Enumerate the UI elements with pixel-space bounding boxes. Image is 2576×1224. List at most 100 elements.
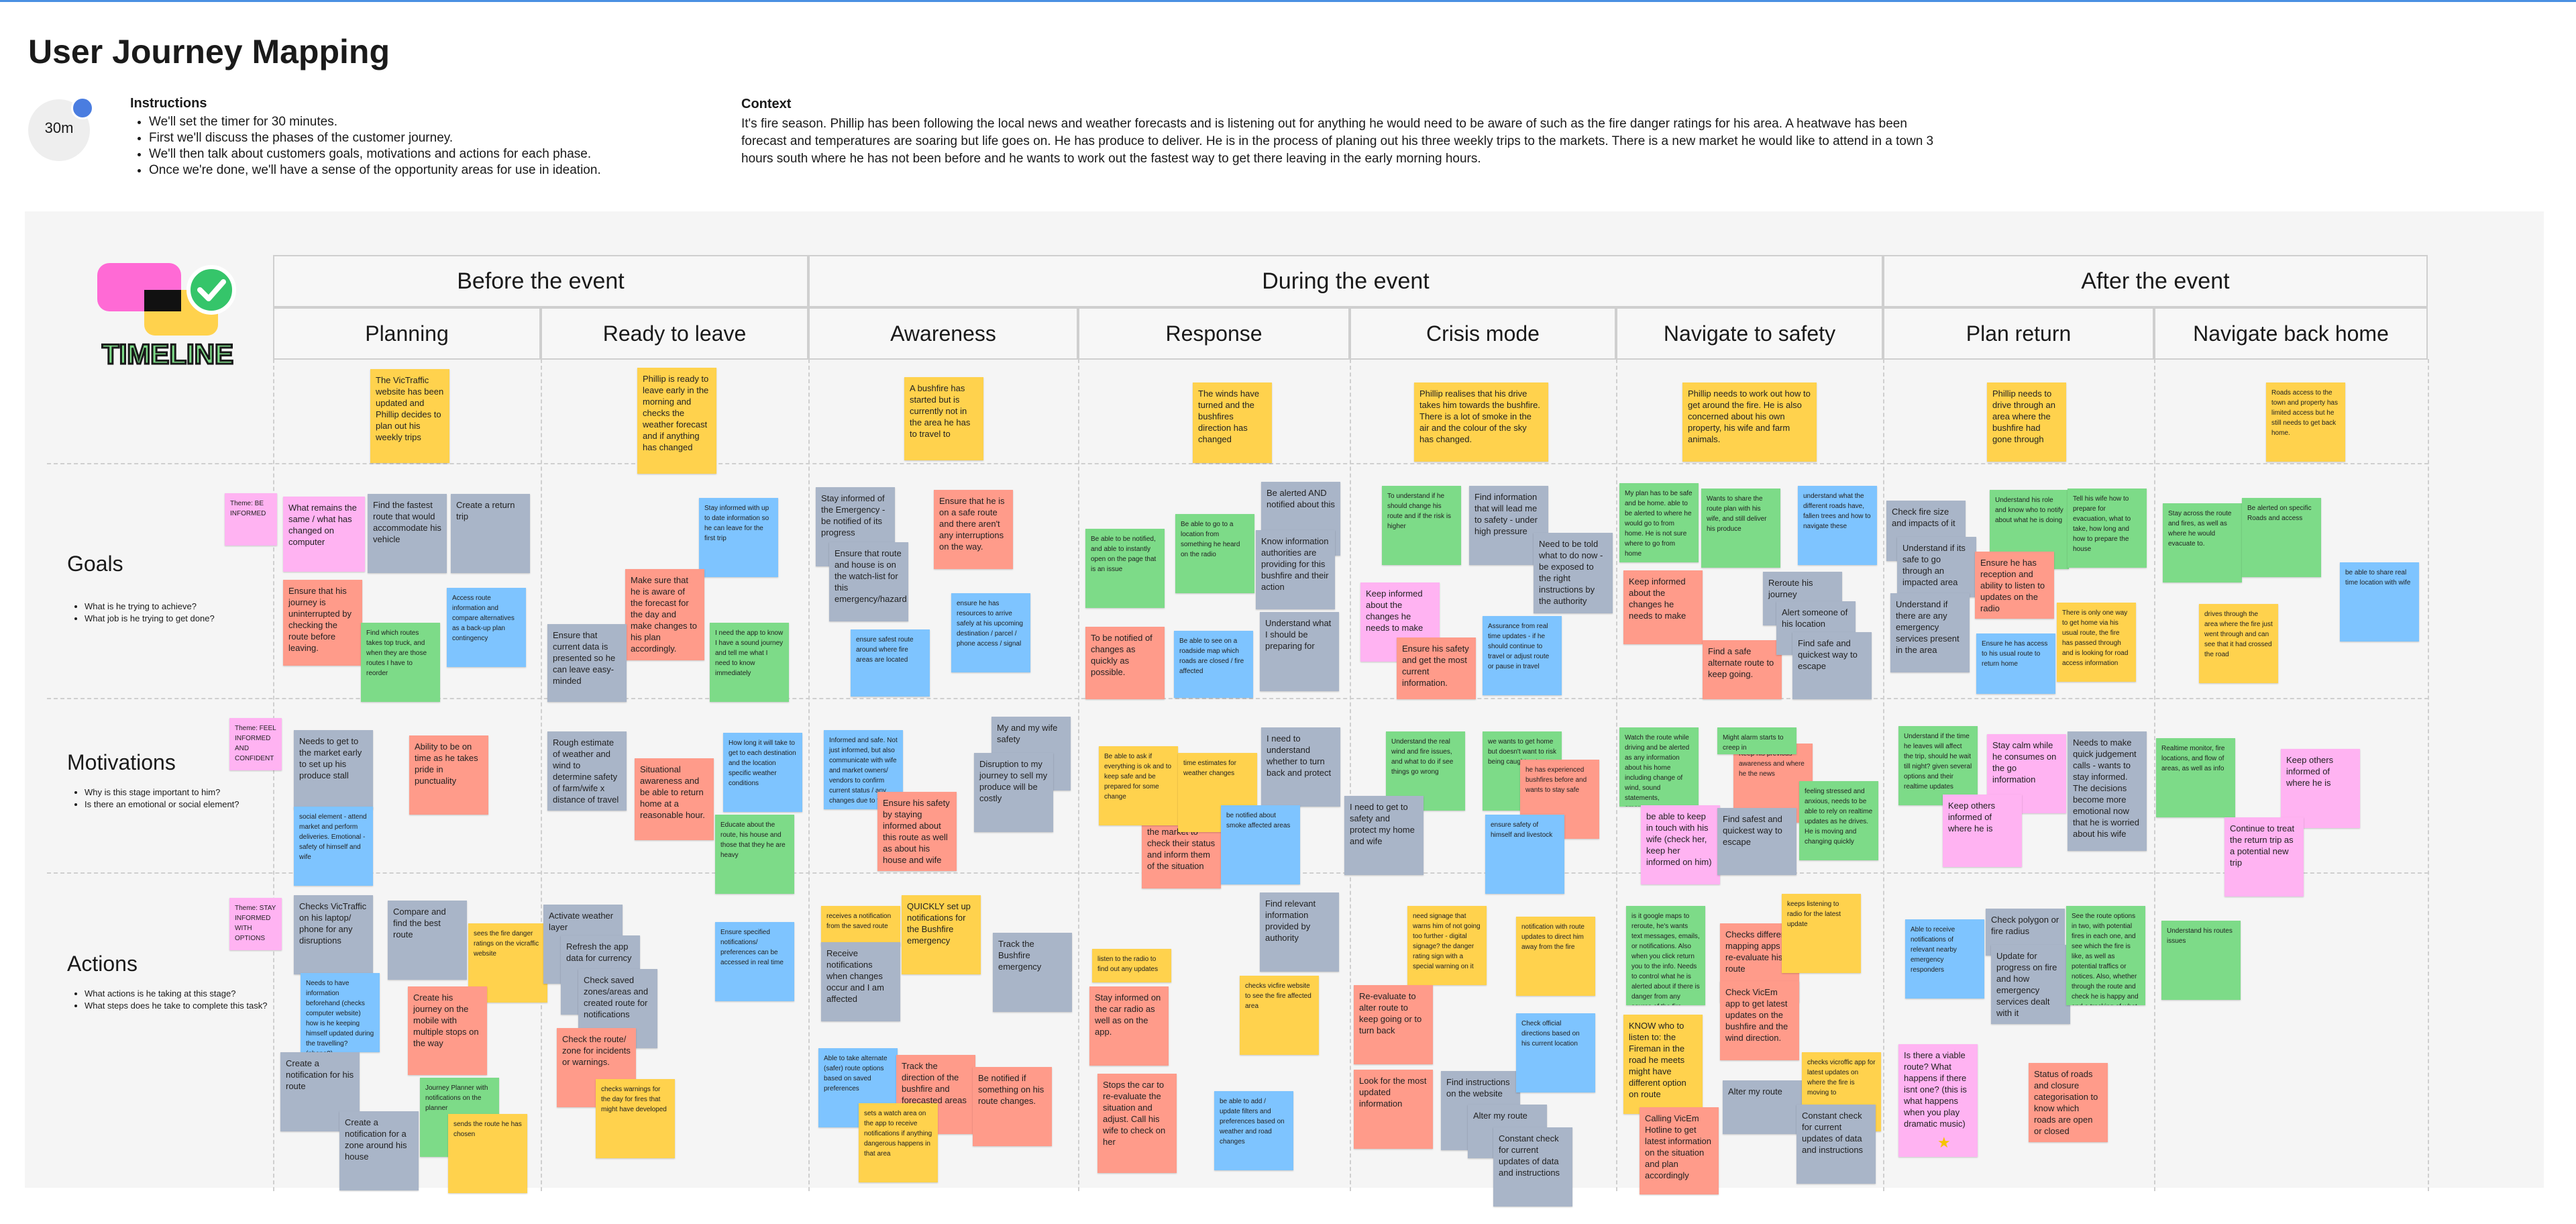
sticky-note-goal[interactable]: Find the fastest route that would accomm… [368, 494, 447, 573]
sticky-note-goal[interactable]: ensure he has resources to arrive safely… [951, 593, 1030, 672]
sticky-note-goal[interactable]: Ensure that his journey is uninterrupted… [283, 580, 362, 666]
sticky-note-motivation[interactable]: Keep others informed of where he is [1943, 795, 2022, 867]
sticky-note-action[interactable]: Status of roads and closure categorisati… [2029, 1063, 2108, 1142]
sticky-note-motivation[interactable]: Educate about the route, his house and t… [715, 815, 794, 894]
sticky-note-motivation[interactable]: Needs to get to the market early to set … [294, 730, 373, 809]
sticky-note-goal[interactable]: Ensure that route and house is on the wa… [829, 542, 908, 621]
sticky-note-motivation[interactable]: Situational awareness and be able to ret… [635, 758, 714, 840]
sticky-note-action[interactable]: Stay informed on the car radio as well a… [1089, 986, 1169, 1066]
sticky-note-scenario[interactable]: Phillip needs to work out how to get aro… [1682, 382, 1817, 462]
sticky-note-goal[interactable]: understand what the different roads have… [1798, 486, 1877, 565]
sticky-note-action[interactable]: Compare and find the best route [388, 901, 467, 980]
sticky-note-goal[interactable]: Make sure that he is aware of the foreca… [625, 569, 704, 660]
sticky-note-action[interactable]: Checks VicTraffic on his laptop/ phone f… [294, 895, 373, 974]
sticky-note-theme[interactable]: Theme: STAY INFORMED WITH OPTIONS [229, 898, 282, 950]
sticky-note-goal[interactable]: Ensure that current data is presented so… [547, 624, 627, 702]
sticky-note-action[interactable]: Alter my route [1723, 1080, 1802, 1134]
sticky-note-action[interactable]: keeps listening to radio for the latest … [1782, 894, 1861, 973]
sticky-note-scenario[interactable]: Phillip needs to drive through an area w… [1987, 382, 2066, 462]
sticky-note-action[interactable]: Stops the car to re-evaluate the situati… [1097, 1074, 1177, 1173]
sticky-note-motivation[interactable]: Be able to ask if everything is ok and t… [1099, 746, 1178, 825]
sticky-note-action[interactable]: listen to the radio to find out any upda… [1092, 949, 1171, 982]
sticky-note-goal[interactable]: Assurance from real time updates - if he… [1483, 616, 1562, 695]
sticky-note-action[interactable]: Constant check for current updates of da… [1493, 1127, 1572, 1207]
sticky-note-action[interactable]: KNOW who to listen to: the Fireman in th… [1623, 1015, 1703, 1114]
sticky-note-scenario[interactable]: Phillip is ready to leave early in the m… [637, 368, 716, 474]
sticky-note-goal[interactable]: Find a safe alternate route to keep goin… [1703, 640, 1782, 699]
sticky-note-action[interactable]: be able to add / update filters and pref… [1214, 1091, 1293, 1170]
sticky-note-action[interactable]: Constant check for current updates of da… [1796, 1105, 1876, 1184]
sticky-note-goal[interactable]: What remains the same / what has changed… [283, 497, 365, 572]
sticky-note-motivation[interactable]: I need to understand whether to turn bac… [1261, 727, 1340, 807]
sticky-note-action[interactable]: Check VicEm app to get latest updates on… [1720, 981, 1799, 1060]
sticky-note-action[interactable]: checks warnings for the day for fires th… [596, 1079, 675, 1158]
sticky-note-motivation[interactable]: Keep others informed of where he is [2281, 749, 2360, 828]
sticky-note-action[interactable]: See the route options in two, with poten… [2066, 906, 2145, 1005]
sticky-note-goal[interactable]: Understand if its safe to go through an … [1897, 537, 1976, 597]
sticky-note-goal[interactable]: Need to be told what to do now - be expo… [1534, 533, 1613, 613]
sticky-note-goal[interactable]: Wants to share the route plan with his w… [1701, 489, 1780, 568]
sticky-note-action[interactable]: sets a watch area on the app to receive … [859, 1103, 938, 1182]
sticky-note-goal[interactable]: Tell his wife how to prepare for evacuat… [2068, 489, 2147, 568]
sticky-note-action[interactable]: Find relevant information provided by au… [1260, 892, 1339, 972]
sticky-note-motivation[interactable]: Disruption to my journey to sell my prod… [974, 753, 1053, 832]
sticky-note-goal[interactable]: There is only one way to get home via hi… [2057, 603, 2136, 682]
sticky-note-action[interactable]: receives a notification from the saved r… [821, 906, 900, 946]
timer-widget[interactable]: 30m [28, 97, 94, 161]
sticky-note-goal[interactable]: Understand if there are any emergency se… [1890, 593, 1970, 672]
sticky-note-goal[interactable]: Keep informed about the changes he needs… [1623, 570, 1703, 644]
sticky-note-motivation[interactable]: Understand the real wind and fire issues… [1386, 731, 1465, 811]
sticky-note-goal[interactable]: Be alerted on specific Roads and access [2242, 498, 2321, 577]
sticky-note-goal[interactable]: ensure safest route around where fire ar… [851, 629, 930, 697]
sticky-note-action[interactable]: Ensure specified notifications/ preferen… [715, 922, 794, 1001]
sticky-note-goal[interactable]: Access route information and compare alt… [447, 588, 526, 667]
sticky-note-action[interactable]: Create a notification for a zone around … [339, 1111, 419, 1190]
sticky-note-scenario[interactable]: The VicTraffic website has been updated … [370, 369, 449, 463]
sticky-note-action[interactable]: Is there a viable route? What happens if… [1898, 1044, 1978, 1157]
sticky-note-goal[interactable]: be able to share real time location with… [2340, 562, 2419, 642]
sticky-note-action[interactable]: Update for progress on fire and how emer… [1991, 945, 2070, 1024]
sticky-note-motivation[interactable]: Needs to make quick judgement calls - wa… [2068, 731, 2147, 851]
sticky-note-theme[interactable]: Theme: BE INFORMED [225, 493, 277, 546]
sticky-note-action[interactable]: Receive notifications when changes occur… [821, 942, 900, 1021]
sticky-note-goal[interactable]: Stay informed with up to date informatio… [699, 498, 778, 577]
sticky-note-action[interactable]: Create his journey on the mobile with mu… [408, 986, 487, 1075]
sticky-note-motivation[interactable]: Realtime monitor, fire locations, and fl… [2156, 738, 2235, 817]
sticky-note-goal[interactable]: Create a return trip [451, 494, 530, 573]
sticky-note-goal[interactable]: I need the app to know I have a sound jo… [710, 623, 789, 702]
sticky-note-goal[interactable]: Find which routes takes top truck, and w… [361, 623, 440, 702]
sticky-note-scenario[interactable]: A bushfire has started but is currently … [904, 377, 983, 460]
sticky-note-goal[interactable]: Find safe and quickest way to escape [1792, 632, 1872, 699]
sticky-note-motivation[interactable]: Rough estimate of weather and wind to de… [547, 731, 627, 811]
sticky-note-action[interactable]: notification with route updates to direc… [1516, 917, 1595, 996]
sticky-note-action[interactable]: Be notified if something on his route ch… [973, 1067, 1052, 1146]
sticky-note-motivation[interactable]: I need to get to safety and protect my h… [1344, 796, 1424, 875]
sticky-note-action[interactable]: Re-evaluate to alter route to keep going… [1354, 985, 1433, 1064]
sticky-note-action[interactable]: Track the Bushfire emergency [993, 933, 1072, 1012]
sticky-note-goal[interactable]: Ensure his safety and get the most curre… [1397, 638, 1476, 699]
sticky-note-motivation[interactable]: be able to keep in touch with his wife (… [1641, 805, 1720, 884]
sticky-note-action[interactable]: checks vicfire website to see the fire a… [1240, 976, 1319, 1055]
sticky-note-action[interactable]: sends the route he has chosen [448, 1114, 527, 1193]
sticky-note-action[interactable]: Calling VicEm Hotline to get latest info… [1640, 1107, 1719, 1194]
sticky-note-goal[interactable]: Be able to go to a location from somethi… [1175, 514, 1254, 593]
sticky-note-action[interactable]: Understand his routes issues [2161, 921, 2241, 1000]
sticky-note-goal[interactable]: Ensure he has reception and ability to l… [1975, 552, 2054, 619]
sticky-note-scenario[interactable]: The winds have turned and the bushfires … [1193, 382, 1272, 463]
sticky-note-motivation[interactable]: How long it will take to get to each des… [723, 733, 802, 812]
sticky-note-action[interactable]: Needs to have information beforehand (ch… [301, 973, 380, 1052]
sticky-note-goal[interactable]: drives through the area where the fire j… [2199, 604, 2278, 683]
sticky-note-goal[interactable]: Stay across the route and fires, as well… [2163, 503, 2242, 582]
sticky-note-motivation[interactable]: Continue to treat the return trip as a p… [2224, 817, 2304, 897]
sticky-note-action[interactable]: Check official directions based on his c… [1516, 1013, 1595, 1092]
sticky-note-goal[interactable]: My plan has to be safe and be home. able… [1619, 483, 1699, 562]
sticky-note-motivation[interactable]: Understand if the time he leaves will af… [1898, 726, 1978, 805]
sticky-note-motivation[interactable]: be notified about smoke affected areas [1221, 805, 1300, 884]
sticky-note-theme[interactable]: Theme: FEEL INFORMED AND CONFIDENT [229, 718, 282, 770]
sticky-note-goal[interactable]: Be able to see on a roadside map which r… [1174, 631, 1253, 698]
sticky-note-motivation[interactable]: feeling stressed and anxious, needs to b… [1799, 781, 1878, 860]
sticky-note-goal[interactable]: Understand what I should be preparing fo… [1260, 612, 1339, 691]
sticky-note-goal[interactable]: Ensure he has access to his usual route … [1976, 633, 2055, 694]
sticky-note-action[interactable]: Look for the most updated information [1354, 1070, 1433, 1149]
sticky-note-motivation[interactable]: Ensure his safety by staying informed ab… [877, 792, 957, 871]
